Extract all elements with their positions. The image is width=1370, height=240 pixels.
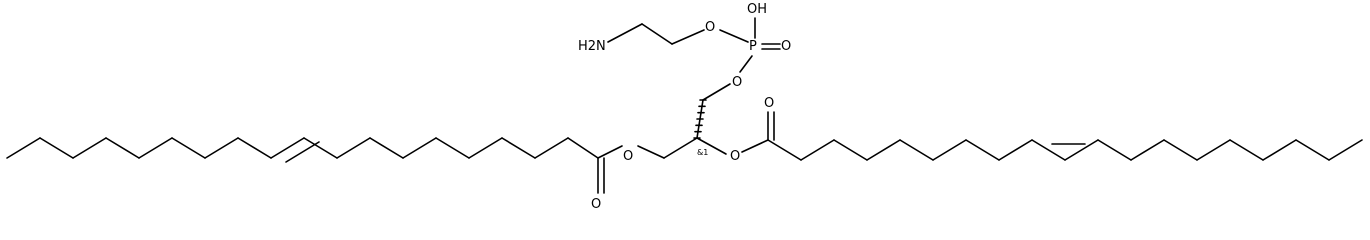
left-acyl-chain-bond	[270, 137, 305, 159]
hydroxyl-label: OH	[747, 2, 767, 17]
oxygen-ester-left-label: O	[623, 149, 633, 164]
right-ester-bond	[741, 139, 769, 153]
oxygen-carbonyl-left-label: O	[591, 197, 601, 212]
left-acyl-chain-bond	[303, 137, 338, 159]
left-acyl-chain-bond	[105, 137, 140, 159]
right-acyl-chain-bond	[1229, 139, 1264, 161]
right-acyl-chain-bond	[1328, 139, 1363, 161]
left-acyl-chain-bond	[237, 137, 272, 159]
left-acyl-chain-bond	[204, 137, 239, 159]
left-acyl-chain-bond	[435, 137, 470, 159]
left-acyl-chain-bond	[501, 137, 536, 159]
right-acyl-chain-bond	[965, 139, 1000, 161]
left-acyl-chain-bond	[534, 137, 569, 159]
glycerol-bond	[663, 137, 698, 159]
right-acyl-chain-bond	[1262, 139, 1297, 161]
oxygen-phos-left-label: O	[705, 20, 715, 35]
left-acyl-chain-bond	[336, 137, 371, 159]
oxygen-carbonyl-right-label: O	[764, 96, 774, 111]
right-acyl-chain-bond	[833, 139, 868, 161]
right-acyl-chain-bond	[767, 139, 802, 161]
bonds	[6, 17, 1363, 194]
glycerol-bond	[637, 145, 665, 159]
right-acyl-chain-bond	[1031, 139, 1066, 161]
left-acyl-chain-bond	[369, 137, 404, 159]
right-acyl-chain-bond	[1064, 139, 1099, 161]
ethanolamine-bond	[671, 29, 705, 45]
right-acyl-chain-bond	[1295, 139, 1330, 161]
phosphate-bond	[702, 83, 731, 101]
right-acyl-chain-bond	[932, 139, 967, 161]
right-acyl-chain-bond	[899, 139, 934, 161]
right-acyl-chain-bond	[1163, 139, 1198, 161]
left-acyl-chain-bond	[402, 137, 437, 159]
left-acyl-chain-bond	[567, 137, 599, 159]
molecule-structure: H2N O P OH O O O O O O &1	[6, 2, 1363, 212]
right-acyl-chain-bond	[1097, 139, 1132, 161]
nh2-label: H2N	[578, 39, 606, 54]
left-ester-bond	[597, 145, 623, 159]
right-acyl-chain-bond	[866, 139, 901, 161]
oxygen-phos-double-label: O	[781, 39, 791, 54]
right-acyl-chain-bond	[998, 139, 1033, 161]
left-acyl-chain-bond	[39, 137, 74, 159]
glycerol-bond	[696, 137, 727, 155]
right-acyl-chain-bond	[1196, 139, 1231, 161]
right-acyl-chain-bond	[800, 139, 835, 161]
right-acyl-chain-bond	[1130, 139, 1165, 161]
glycerol-bond	[696, 99, 704, 139]
left-acyl-chain-bond	[171, 137, 206, 159]
left-cis-double-bond	[285, 141, 320, 163]
phosphorus-label: P	[749, 39, 757, 54]
ethanolamine-bond	[641, 23, 673, 45]
left-acyl-chain-bond	[6, 137, 41, 159]
stereo-label: &1	[697, 148, 708, 157]
ethanolamine-bond	[607, 23, 643, 43]
left-acyl-chain-bond	[138, 137, 173, 159]
oxygen-phos-bottom-label: O	[732, 75, 742, 90]
phosphate-bond	[719, 29, 749, 43]
phosphate-bond	[739, 55, 753, 73]
left-acyl-chain-bond	[72, 137, 107, 159]
oxygen-ester-right-label: O	[730, 149, 740, 164]
left-acyl-chain-bond	[468, 137, 503, 159]
